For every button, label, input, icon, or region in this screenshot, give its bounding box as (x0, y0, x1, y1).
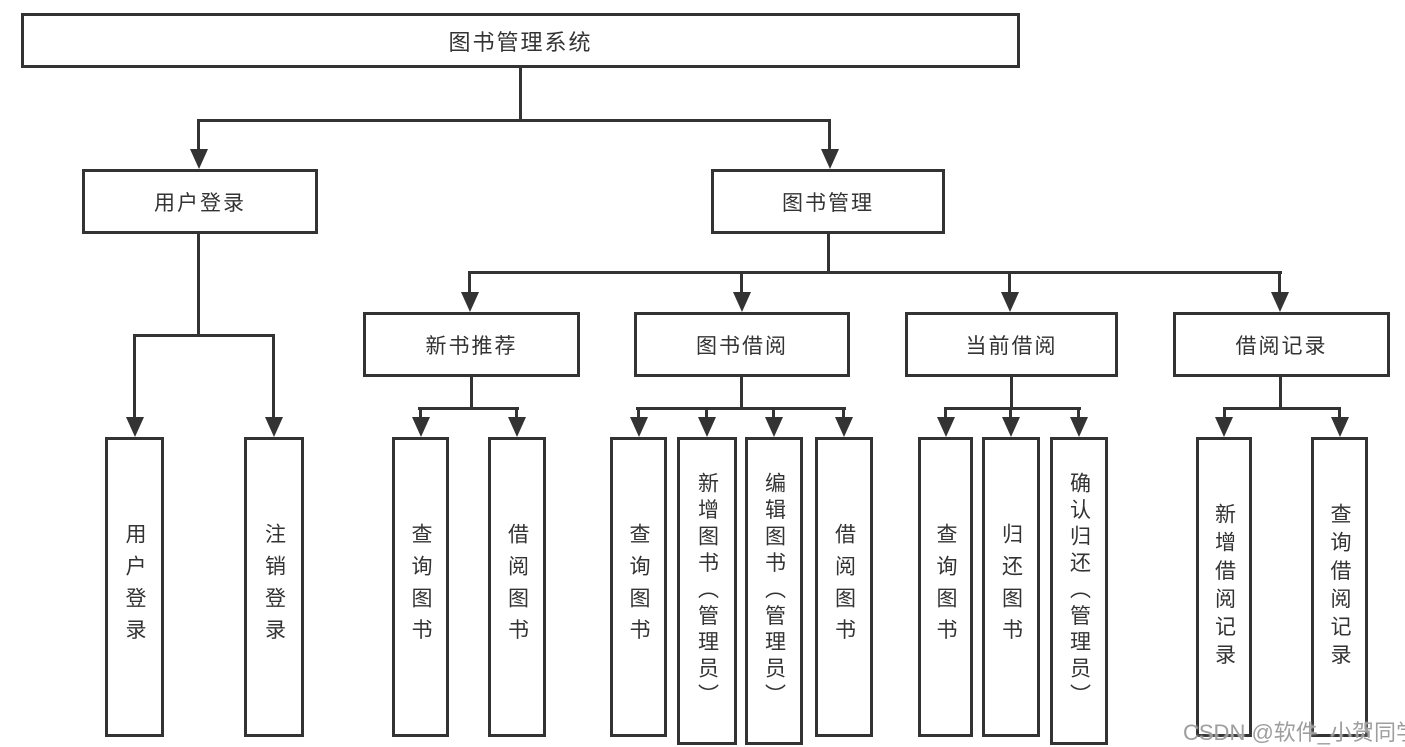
leaf-label: 查询图书 (409, 523, 432, 651)
leaf-borrowing-add-books-admin: 新增图书（管理员） (677, 437, 737, 745)
connector-line (944, 407, 1081, 410)
leaf-borrowing-query-books: 查询图书 (610, 437, 667, 737)
node-user-login: 用户登录 (82, 169, 318, 234)
arrowhead-icon (937, 417, 955, 437)
leaf-label: 借阅图书 (832, 523, 856, 651)
leaf-records-query-record: 查询借阅记录 (1311, 437, 1368, 737)
leaf-logout-login: 注销登录 (244, 437, 304, 737)
connector-line (1223, 407, 1226, 420)
arrowhead-icon (265, 417, 283, 437)
connector-line (1077, 407, 1080, 420)
leaf-label: 新增借阅记录 (1212, 502, 1236, 672)
connector-line (772, 407, 775, 420)
leaf-label: 归还图书 (999, 523, 1023, 651)
leaf-recommend-query-books: 查询图书 (392, 437, 449, 737)
connector-line (470, 377, 473, 410)
connector-line (1223, 407, 1341, 410)
leaf-label: 确认归还（管理员） (1067, 471, 1091, 711)
connector-line (740, 377, 743, 410)
connector-line (1009, 407, 1012, 420)
leaf-recommend-borrow-books: 借阅图书 (488, 437, 546, 737)
leaf-label: 编辑图书（管理员） (762, 471, 786, 711)
arrowhead-icon (698, 417, 716, 437)
node-label: 图书借阅 (696, 334, 788, 358)
leaf-borrowing-borrow-books: 借阅图书 (815, 437, 873, 737)
leaf-current-return-books: 归还图书 (982, 437, 1040, 737)
leaf-label: 新增图书（管理员） (695, 471, 719, 711)
connector-line (1278, 271, 1281, 295)
arrowhead-icon (630, 417, 648, 437)
leaf-label: 借阅图书 (505, 523, 529, 651)
leaf-label: 查询图书 (934, 523, 957, 651)
arrowhead-icon (412, 417, 430, 437)
leaf-current-query-books: 查询图书 (918, 437, 973, 737)
leaf-user-login: 用户登录 (105, 437, 164, 737)
connector-line (197, 119, 831, 122)
connector-line (1279, 377, 1282, 410)
connector-line (637, 407, 640, 420)
leaf-current-confirm-return-admin: 确认归还（管理员） (1050, 437, 1108, 745)
leaf-label: 用户登录 (123, 523, 146, 651)
connector-line (944, 407, 947, 420)
leaf-label: 查询借阅记录 (1328, 502, 1351, 672)
connector-line (515, 407, 518, 420)
connector-line (197, 234, 200, 336)
arrowhead-icon (765, 417, 783, 437)
arrowhead-icon (508, 417, 526, 437)
arrowhead-icon (1070, 417, 1088, 437)
connector-line (1010, 377, 1013, 410)
connector-line (828, 119, 831, 152)
node-label: 借阅记录 (1235, 334, 1328, 358)
connector-line (468, 271, 471, 295)
leaf-borrowing-edit-books-admin: 编辑图书（管理员） (745, 437, 803, 745)
node-book-management: 图书管理 (711, 169, 945, 234)
arrowhead-icon (126, 417, 144, 437)
connector-line (1008, 271, 1011, 295)
watermark: CSDN @软件_小贺同学 (1183, 720, 1405, 745)
arrowhead-icon (1002, 417, 1020, 437)
connector-line (842, 407, 845, 420)
connector-line (419, 407, 422, 420)
connector-line (636, 407, 846, 410)
connector-line (133, 334, 275, 337)
arrowhead-icon (1215, 417, 1233, 437)
connector-line (827, 234, 830, 274)
node-label: 图书管理系统 (448, 29, 593, 55)
node-borrowing-records: 借阅记录 (1173, 312, 1390, 377)
leaf-label: 查询图书 (627, 523, 650, 651)
leaf-label: 注销登录 (262, 523, 286, 651)
node-label: 新书推荐 (425, 334, 518, 358)
arrowhead-icon (1331, 417, 1349, 437)
connector-line (705, 407, 708, 420)
connector-line (197, 119, 200, 152)
connector-line (133, 334, 136, 420)
connector-line (519, 67, 522, 120)
node-label: 图书管理 (782, 191, 874, 215)
leaf-records-add-record: 新增借阅记录 (1196, 437, 1252, 737)
arrowhead-icon (733, 292, 751, 312)
arrowhead-icon (821, 149, 839, 169)
connector-line (418, 407, 519, 410)
arrowhead-icon (1001, 292, 1019, 312)
node-current-borrowing: 当前借阅 (905, 312, 1118, 377)
arrowhead-icon (461, 292, 479, 312)
connector-line (468, 271, 1282, 274)
arrowhead-icon (835, 417, 853, 437)
connector-line (1338, 407, 1341, 420)
connector-line (740, 271, 743, 295)
node-label: 当前借阅 (965, 334, 1058, 358)
node-new-book-recommendation: 新书推荐 (363, 312, 580, 377)
arrowhead-icon (1271, 292, 1289, 312)
node-library-management-system: 图书管理系统 (21, 13, 1020, 68)
arrowhead-icon (190, 149, 208, 169)
node-book-borrowing: 图书借阅 (634, 312, 850, 377)
connector-line (272, 334, 275, 420)
node-label: 用户登录 (154, 191, 246, 215)
